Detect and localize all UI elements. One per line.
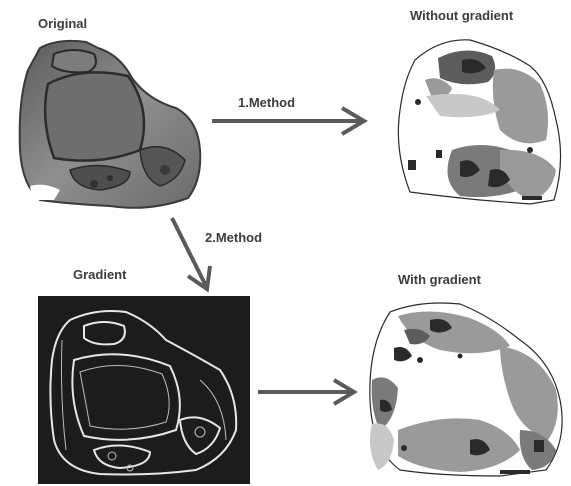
without-gradient-segmentation	[398, 40, 560, 204]
label-gradient: Gradient	[73, 267, 126, 282]
arrow-gradient-to-segmentation	[258, 380, 354, 404]
label-original: Original	[38, 16, 87, 31]
label-without-gradient: Without gradient	[410, 8, 513, 23]
original-mri-image	[20, 41, 201, 208]
label-method-2: 2.Method	[205, 230, 262, 245]
arrow-method-2	[172, 218, 210, 289]
gradient-image	[38, 296, 250, 484]
label-method-1: 1.Method	[238, 95, 295, 110]
label-with-gradient: With gradient	[398, 272, 481, 287]
arrow-method-1	[212, 108, 364, 134]
with-gradient-segmentation	[370, 303, 562, 476]
